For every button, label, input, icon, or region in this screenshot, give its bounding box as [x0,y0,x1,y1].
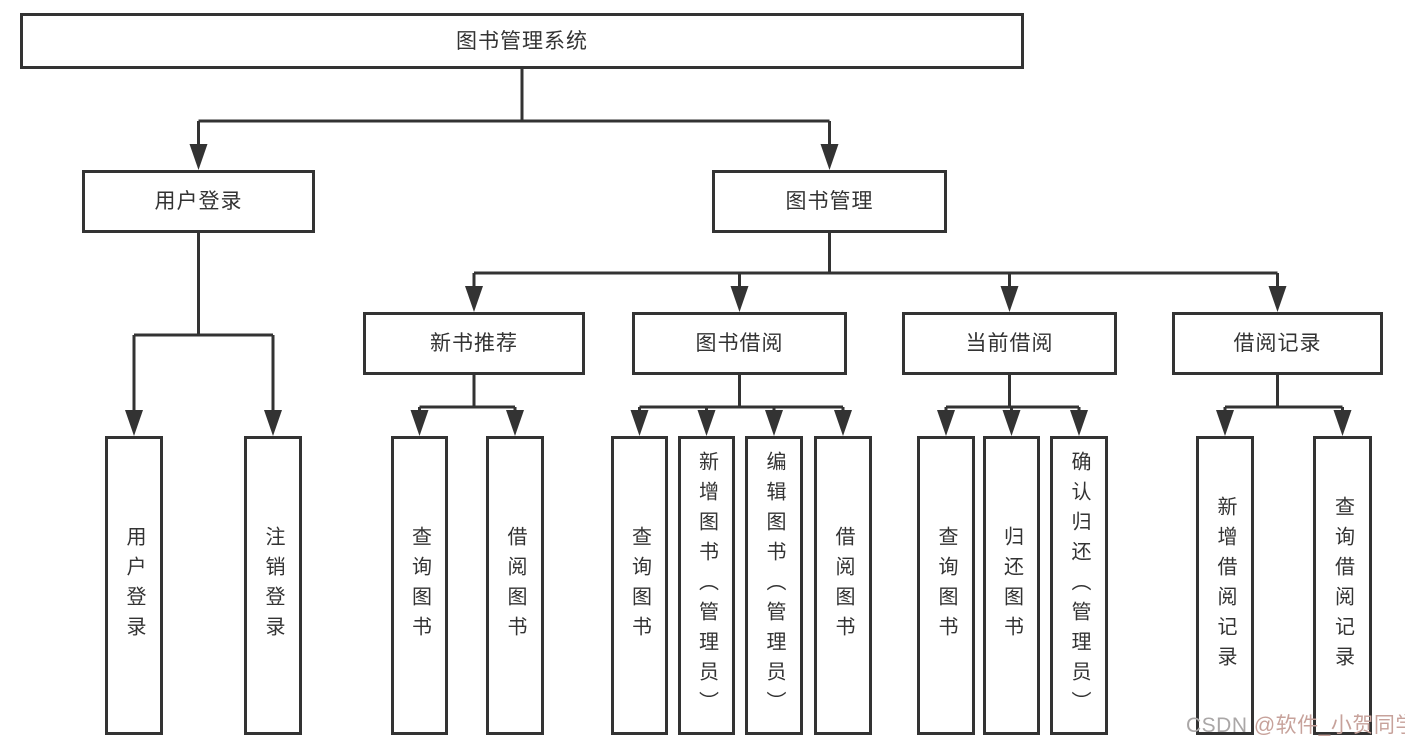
node-book-management-label: 图书管理 [785,190,874,213]
node-leaf-confirm-return-admin: 确认归还（管理员） [1050,436,1108,735]
node-leaf-edit-books-admin-label: 编辑图书（管理员） [763,450,785,721]
node-leaf-query-books-2-label: 查询图书 [628,525,651,646]
node-book-borrow: 图书借阅 [632,312,847,375]
node-leaf-add-borrow-record-label: 新增借阅记录 [1214,495,1236,676]
node-leaf-logout: 注销登录 [244,436,302,735]
node-leaf-logout-label: 注销登录 [262,525,284,646]
node-leaf-query-borrow-record-label: 查询借阅记录 [1331,495,1354,676]
node-root: 图书管理系统 [20,13,1024,69]
node-current-borrow-label: 当前借阅 [965,332,1054,355]
node-borrow-records-label: 借阅记录 [1233,332,1322,355]
node-leaf-query-books-1: 查询图书 [391,436,448,735]
node-borrow-records: 借阅记录 [1172,312,1383,375]
node-leaf-query-books-1-label: 查询图书 [408,525,431,646]
node-leaf-add-books-admin-label: 新增图书（管理员） [695,450,718,721]
node-leaf-add-borrow-record: 新增借阅记录 [1196,436,1254,735]
node-leaf-borrow-books-1-label: 借阅图书 [504,525,526,646]
node-leaf-confirm-return-admin-label: 确认归还（管理员） [1068,450,1090,721]
node-book-borrow-label: 图书借阅 [695,332,784,355]
node-root-label: 图书管理系统 [456,29,588,53]
arrowheads [125,144,1352,436]
node-current-borrow: 当前借阅 [902,312,1117,375]
node-user-login: 用户登录 [82,170,315,233]
node-new-book-recommend: 新书推荐 [363,312,585,375]
node-leaf-return-books-label: 归还图书 [1000,525,1023,646]
node-leaf-user-login-label: 用户登录 [123,525,145,646]
node-book-management: 图书管理 [712,170,947,233]
node-leaf-return-books: 归还图书 [983,436,1040,735]
node-user-login-label: 用户登录 [154,190,243,213]
node-leaf-edit-books-admin: 编辑图书（管理员） [745,436,803,735]
node-leaf-add-books-admin: 新增图书（管理员） [678,436,735,735]
node-leaf-borrow-books-1: 借阅图书 [486,436,544,735]
node-leaf-borrow-books-2-label: 借阅图书 [832,525,854,646]
node-leaf-query-borrow-record: 查询借阅记录 [1313,436,1372,735]
node-new-book-recommend-label: 新书推荐 [430,332,518,355]
node-leaf-query-books-3-label: 查询图书 [935,525,957,646]
watermark: CSDN @软件_小贺同学 [1186,714,1405,737]
node-leaf-query-books-3: 查询图书 [917,436,975,735]
node-leaf-user-login: 用户登录 [105,436,163,735]
watermark-brand: CSDN [1186,714,1254,737]
node-leaf-query-books-2: 查询图书 [611,436,668,735]
node-leaf-borrow-books-2: 借阅图书 [814,436,872,735]
watermark-username: @软件_小贺同学 [1253,714,1405,737]
